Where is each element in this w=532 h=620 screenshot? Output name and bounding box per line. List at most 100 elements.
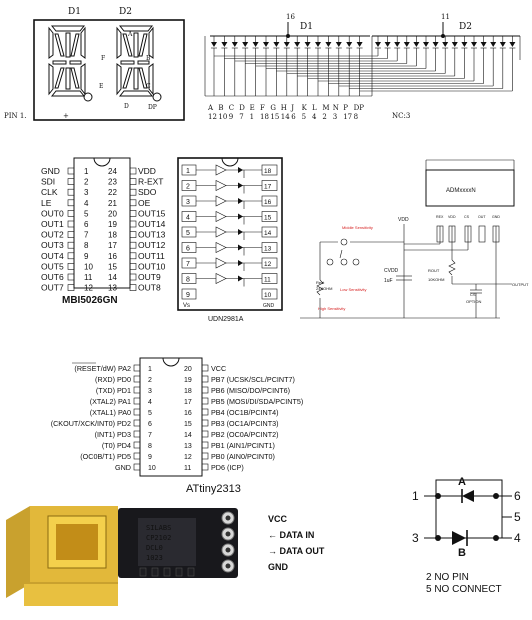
segment-letter-e: E	[99, 83, 103, 90]
attiny-pin-number: 15	[184, 421, 192, 428]
diode-pin-4: 4	[514, 531, 521, 545]
driver-buffer	[215, 273, 227, 284]
led-diode	[432, 42, 439, 47]
output-label: OUTPUT	[512, 282, 529, 287]
attiny-pin-number: 3	[148, 388, 152, 395]
mbi-pin-number: 15	[108, 262, 117, 271]
sensor-pin-label: GND	[492, 215, 500, 219]
sensor-part: ADMxxxxN	[446, 188, 476, 194]
attiny-pin-name: PB7 (UCSK/SCL/PCINT7)	[211, 375, 295, 384]
attiny-pin-name: (T0) PD4	[102, 441, 131, 450]
mbi-pin-name: OUT8	[138, 283, 161, 293]
rout-label: ROUT	[428, 268, 440, 273]
mbi-pin-number: 8	[84, 241, 89, 250]
display-outline	[33, 19, 185, 121]
attiny-pin-number: 6	[148, 421, 152, 428]
led-diode	[480, 42, 487, 47]
udn-pin-right: 16	[264, 199, 272, 206]
mbi-pin-number: 2	[84, 178, 89, 187]
plus-label: +	[63, 112, 69, 120]
display-segment	[122, 33, 133, 57]
segment-name: D	[239, 104, 245, 112]
udn-gnd: GND	[263, 303, 275, 309]
rext-label: Rext	[316, 280, 325, 285]
mbi-pin-name: CLK	[41, 187, 58, 197]
led-diode	[413, 42, 420, 47]
led-wiring-diagram: 16 11 D1 D2 A12B10C9D7E1F18G15H14J6K5L4M…	[204, 13, 521, 121]
udn-title: UDN2981A	[208, 316, 244, 323]
udn-pin-left: 9	[186, 292, 190, 299]
driver-buffer	[215, 180, 227, 191]
led-diode	[283, 42, 290, 47]
udn-pin-left: 2	[186, 184, 190, 191]
udn-vs: Vs	[183, 303, 190, 309]
diode-b-symbol	[452, 531, 466, 545]
segment-letter-c: C	[146, 83, 151, 90]
diode-pin-5: 5	[514, 510, 521, 524]
segment-pin: 18	[260, 113, 269, 121]
board-bottom	[24, 584, 118, 606]
attiny-pin-name: (XTAL1) PA0	[90, 408, 131, 417]
udn-outline	[177, 157, 283, 311]
segment-pin: 5	[302, 113, 306, 121]
diode-note: 5 NO CONNECT	[426, 584, 502, 595]
attiny-pin-name: PB4 (OC1B/PCINT4)	[211, 408, 279, 417]
led-diode	[423, 42, 429, 47]
mbi-pin-number: 17	[108, 241, 117, 250]
segment-pin: 15	[270, 113, 279, 121]
attiny-pin-number: 18	[184, 388, 192, 395]
high-sensitivity-label: High Sensitivity	[318, 306, 345, 311]
attiny-pin-number: 2	[148, 377, 152, 384]
led-diode	[252, 42, 259, 47]
segment-name: F	[260, 104, 265, 112]
mbi-pin-number: 7	[84, 231, 89, 240]
mbi-pin-name: OUT9	[138, 272, 161, 282]
attiny-pin-name: PD6 (ICP)	[211, 463, 244, 472]
led-diode	[335, 42, 342, 47]
udn-pin-right: 12	[264, 261, 272, 268]
segment-name: C	[229, 104, 234, 112]
attiny-pin-number: 19	[184, 377, 192, 384]
diode-note: 2 NO PIN	[426, 572, 469, 583]
led-diode	[221, 42, 228, 47]
led-diode	[211, 42, 217, 47]
udn-pin-right: 15	[264, 215, 272, 222]
attiny-pin-number: 16	[184, 410, 192, 417]
segment-letter-b: B	[146, 55, 151, 62]
diode-a-symbol	[462, 490, 474, 502]
driver-buffer	[215, 226, 227, 238]
decimal-point-d2	[152, 92, 162, 102]
sensor-pin-label: VDD	[448, 215, 456, 219]
segment-pin: 10	[218, 113, 227, 121]
mbi-pin-name: OUT4	[41, 251, 64, 261]
mbi-pin-name: OUT6	[41, 272, 64, 282]
driver-buffer	[215, 242, 227, 253]
led-diode	[471, 42, 477, 47]
wiring-lines	[204, 22, 521, 97]
mbi-pin-name: OUT15	[138, 208, 166, 218]
attiny-pin-number: 11	[184, 465, 191, 472]
mbi-pin-number: 10	[84, 262, 93, 271]
driver-buffer	[215, 257, 227, 269]
led-diode	[304, 42, 311, 47]
segment-pin: 8	[354, 113, 358, 121]
usb-uart-chip	[138, 518, 196, 566]
display-segment	[70, 33, 80, 57]
display-segment	[133, 32, 139, 58]
udn-pin-left: 3	[186, 199, 190, 206]
led-diode	[346, 42, 353, 47]
diode-pin-6: 6	[514, 489, 521, 503]
attiny-pin-name: (XTAL2) PA1	[90, 397, 131, 406]
mbi-pin-number: 6	[84, 220, 89, 229]
segment-letter-a: A	[127, 31, 133, 38]
udn-pin-right: 17	[264, 184, 272, 191]
segment-name: B	[218, 104, 223, 112]
display-segment	[54, 67, 65, 89]
driver-buffer	[215, 211, 227, 222]
attiny-pin-number: 10	[148, 465, 156, 472]
